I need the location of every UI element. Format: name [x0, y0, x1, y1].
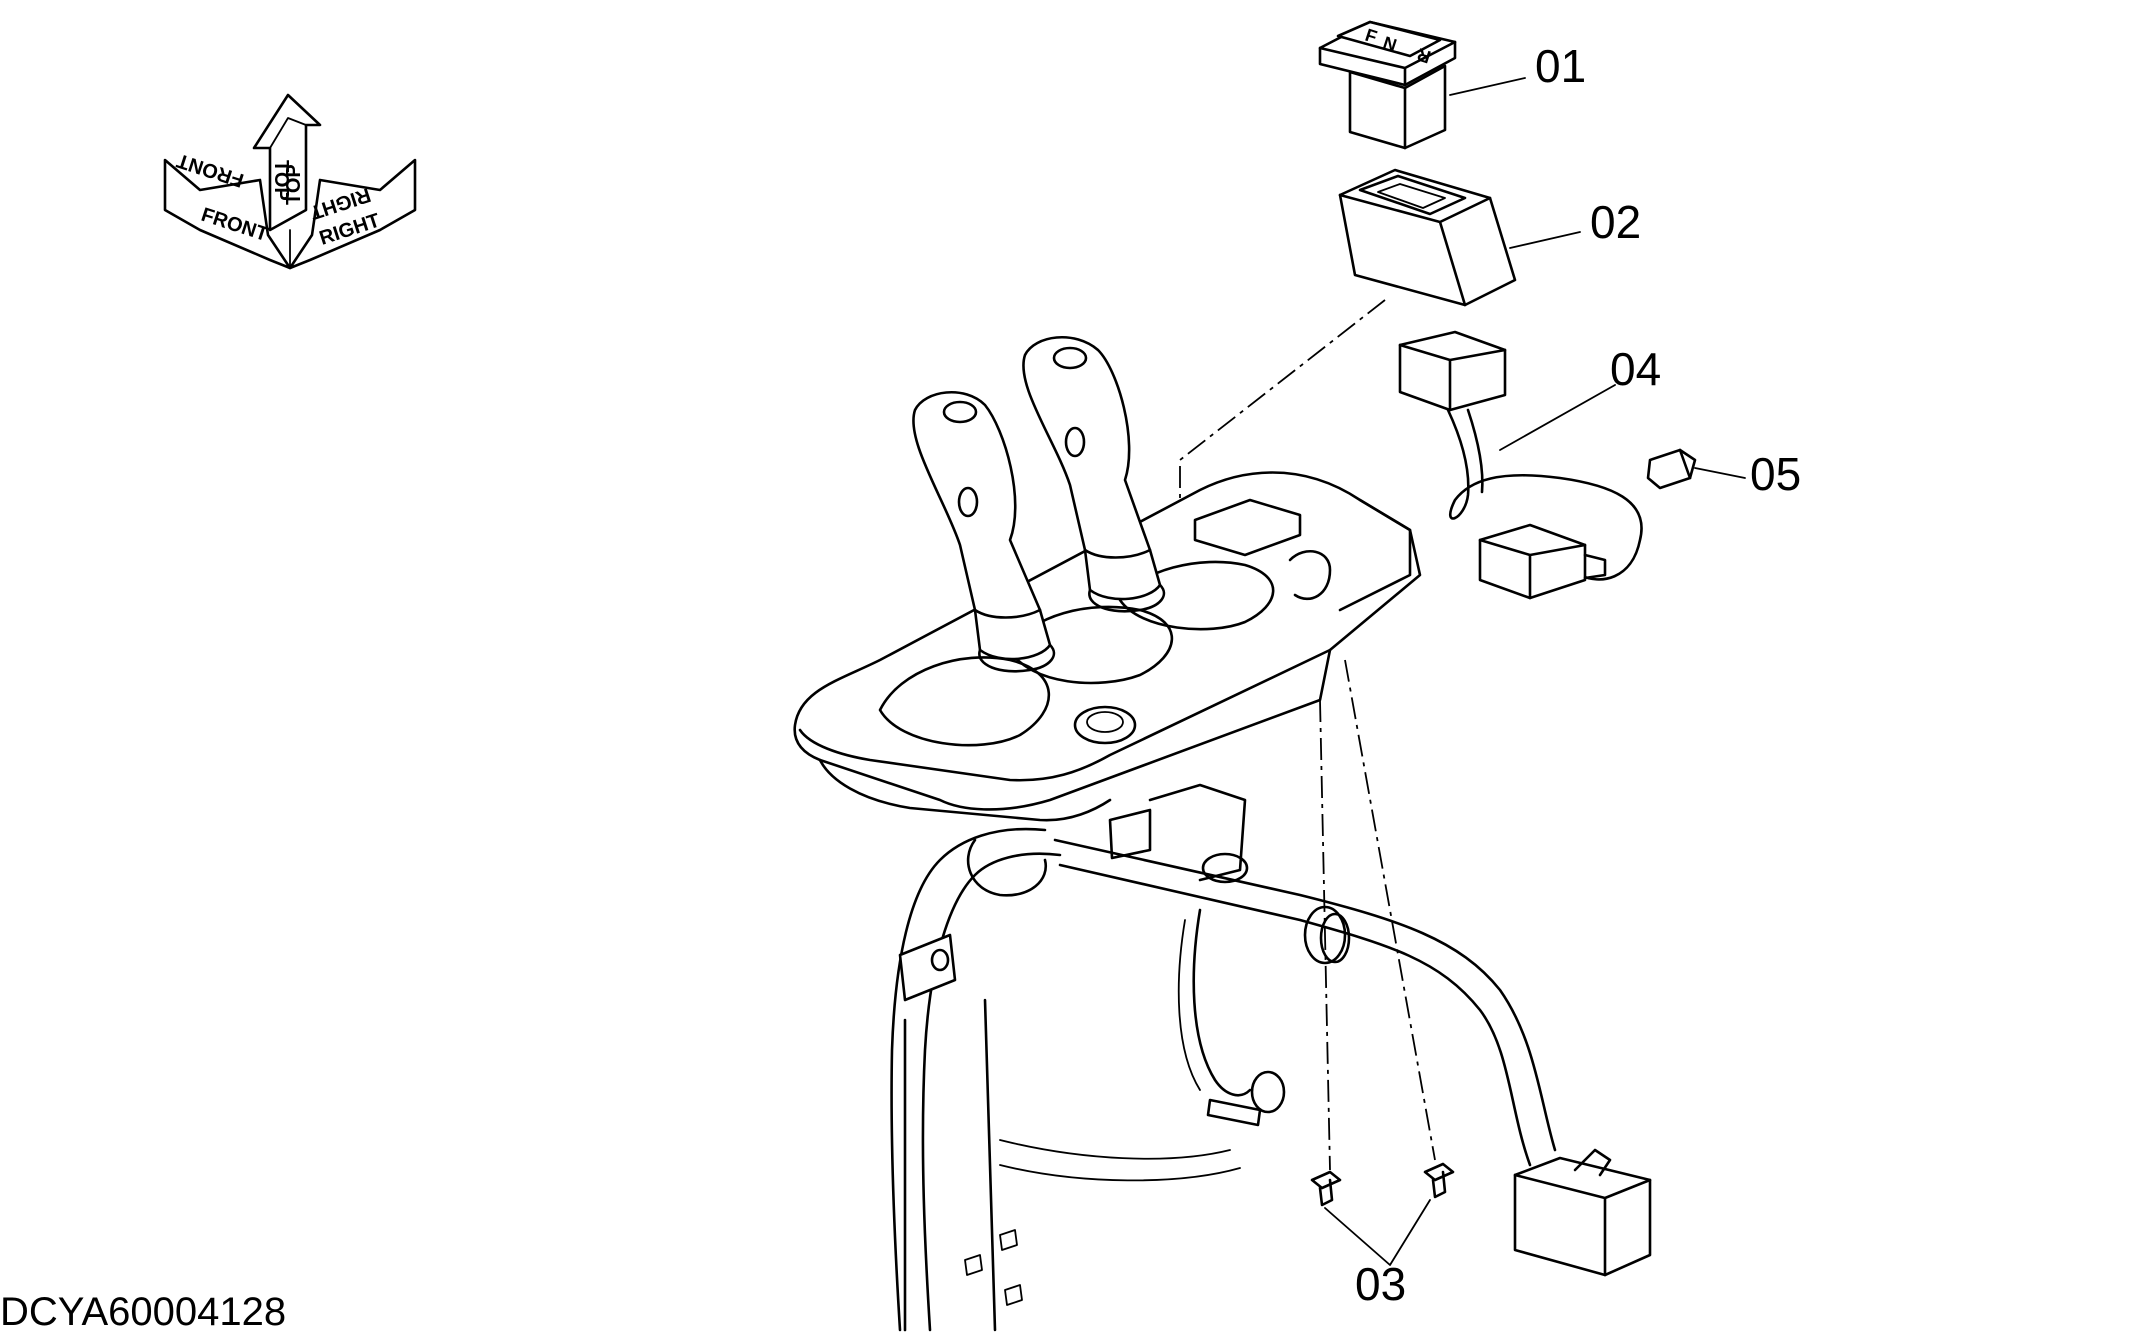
orientation-indicator: FRONT FRONT TOP TOP RIGHT RIGHT: [163, 93, 417, 270]
left-lever: [912, 391, 1056, 673]
screw-part-left: [1310, 1170, 1342, 1207]
orientation-top-label-mirror: TOP: [283, 164, 305, 205]
screw-part-right: [1423, 1162, 1455, 1199]
harness-part: [1398, 330, 1643, 600]
callout-03-label: 03: [1355, 1258, 1406, 1310]
callout-01-label: 01: [1535, 40, 1586, 92]
assembly-lines: [1179, 299, 1436, 1171]
callout-02-label: 02: [1590, 196, 1641, 248]
orientation-top-label: TOP: [270, 160, 292, 201]
leader-lines: [1324, 77, 1746, 1266]
support-frame: [890, 783, 1652, 1332]
callout-04-label: 04: [1610, 343, 1661, 395]
clip-part: [1646, 448, 1697, 490]
callout-05-label: 05: [1750, 448, 1801, 500]
drawing-code-label: DCYA60004128: [0, 1290, 286, 1334]
switch-n-key-label: N: [1381, 32, 1400, 55]
right-lever: [1022, 336, 1166, 613]
lever-console: [793, 471, 1422, 822]
switch-part: F N R: [1318, 20, 1457, 150]
switch-cover-part: [1338, 168, 1517, 307]
switch-r-key-label: R: [1415, 44, 1434, 67]
